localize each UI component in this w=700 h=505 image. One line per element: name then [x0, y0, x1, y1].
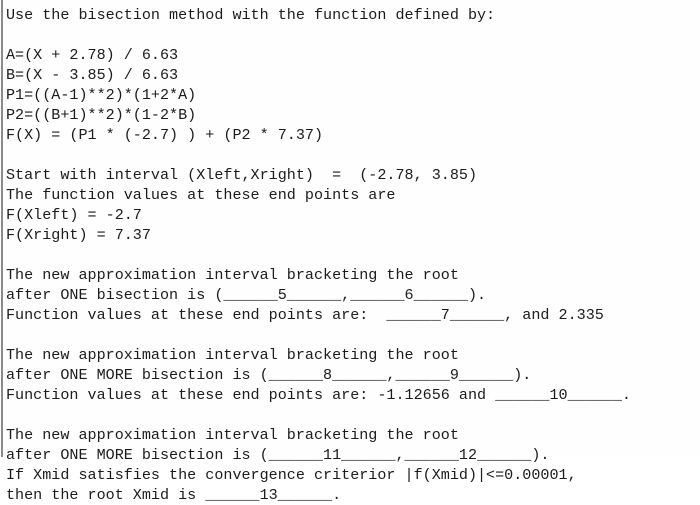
problem-text-block: Use the bisection method with the functi…	[6, 5, 698, 505]
step-3-line-4: then the root Xmid is ______13______.	[6, 486, 342, 504]
function-def-line-b: B=(X - 3.85) / 6.63	[6, 66, 179, 84]
problem-statement-sheet: Use the bisection method with the functi…	[1, 0, 631, 504]
f-xright-line: F(Xright) = 7.37	[6, 226, 151, 244]
step-1-line-2: after ONE bisection is (______5______,__…	[6, 286, 487, 304]
endpoint-values-intro-line: The function values at these end points …	[6, 186, 396, 204]
paragraph-gap	[6, 145, 698, 165]
step-1-line-1: The new approximation interval bracketin…	[6, 266, 459, 284]
step-3-line-3: If Xmid satisfies the convergence criter…	[6, 466, 577, 484]
function-def-line-fx: F(X) = (P1 * (-2.7) ) + (P2 * 7.37)	[6, 126, 324, 144]
step-1-line-3: Function values at these end points are:…	[6, 306, 604, 324]
step-2-line-3: Function values at these end points are:…	[6, 386, 631, 404]
paragraph-gap	[6, 325, 698, 345]
left-margin-rule	[1, 0, 3, 457]
paragraph-gap	[6, 25, 698, 45]
instruction-line: Use the bisection method with the functi…	[6, 6, 496, 24]
function-def-line-p2: P2=((B+1)**2)*(1-2*B)	[6, 106, 197, 124]
paragraph-gap	[6, 405, 698, 425]
function-def-line-p1: P1=((A-1)**2)*(1+2*A)	[6, 86, 197, 104]
initial-interval-line: Start with interval (Xleft,Xright) = (-2…	[6, 166, 478, 184]
f-xleft-line: F(Xleft) = -2.7	[6, 206, 142, 224]
step-3-line-1: The new approximation interval bracketin…	[6, 426, 459, 444]
step-2-line-2: after ONE MORE bisection is (______8____…	[6, 366, 532, 384]
step-2-line-1: The new approximation interval bracketin…	[6, 346, 459, 364]
function-def-line-a: A=(X + 2.78) / 6.63	[6, 46, 179, 64]
step-3-line-2: after ONE MORE bisection is (______11___…	[6, 446, 550, 464]
paragraph-gap	[6, 245, 698, 265]
